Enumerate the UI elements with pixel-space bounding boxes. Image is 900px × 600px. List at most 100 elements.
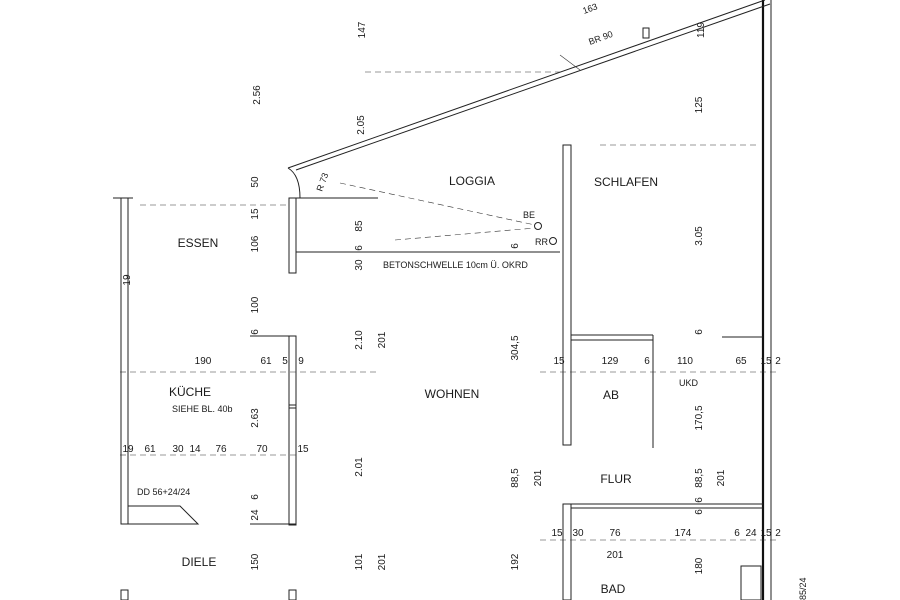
dim-192: 192 — [510, 553, 521, 570]
walls — [113, 0, 772, 600]
dim-61b: 61 — [144, 444, 156, 455]
exterior-wall-left — [120, 197, 129, 525]
dim-147: 147 — [357, 21, 368, 38]
dim-256: 2.56 — [252, 85, 263, 105]
room-diele: DIELE — [182, 555, 217, 569]
dim-24a: 24 — [250, 509, 261, 521]
railing-radius — [287, 167, 301, 199]
dim-15f: 15 — [760, 528, 772, 539]
dim-1705: 170,5 — [694, 405, 705, 430]
note-betonschwelle: BETONSCHWELLE 10cm Ü. OKRD — [383, 260, 528, 270]
line-be — [339, 182, 536, 226]
dim-201c: 201 — [533, 469, 544, 486]
wall-wohnen-schlafen — [562, 144, 572, 446]
dim-201b: 2.01 — [354, 457, 365, 477]
dim-50: 50 — [250, 176, 261, 188]
dim-106: 106 — [250, 235, 261, 252]
room-wohnen: WOHNEN — [425, 387, 480, 401]
wall-kueche-lower — [288, 404, 297, 526]
dim-6e: 6 — [644, 356, 650, 367]
note-be: BE — [523, 210, 535, 220]
dim-19b: 19 — [122, 444, 134, 455]
line-rr — [394, 227, 536, 241]
dim-201d: 201 — [716, 469, 727, 486]
room-essen: ESSEN — [178, 236, 219, 250]
dimension-text-vertical: 147 119 2.56 2.05 125 50 15 106 85 6 30 … — [122, 21, 727, 574]
dim-201f: 201 — [377, 553, 388, 570]
dim-6b: 6 — [510, 243, 521, 249]
dim-9: 9 — [298, 356, 304, 367]
rr-symbol — [549, 237, 557, 245]
dim-100: 100 — [250, 296, 261, 313]
dim-174: 174 — [675, 528, 692, 539]
be-symbol — [534, 222, 542, 230]
loggia-railing — [287, 0, 766, 169]
dim-110: 110 — [677, 356, 693, 367]
dim-61a: 61 — [260, 356, 272, 367]
note-br90: BR 90 — [587, 29, 614, 47]
dim-201a: 201 — [377, 331, 388, 348]
wall-stub-diele — [120, 589, 129, 600]
dim-2b: 2 — [775, 528, 781, 539]
dim-24b: 24 — [745, 528, 757, 539]
room-ab: AB — [603, 388, 619, 402]
dim-15c: 15 — [760, 356, 772, 367]
dim-201e: 201 — [607, 550, 624, 561]
dim-30b: 30 — [172, 444, 184, 455]
dim-6f: 6 — [250, 494, 261, 500]
room-flur: FLUR — [600, 472, 632, 486]
dim-15e: 15 — [551, 528, 563, 539]
room-schlafen: SCHLAFEN — [594, 175, 658, 189]
room-loggia: LOGGIA — [449, 174, 495, 188]
dim-30a: 30 — [354, 259, 365, 271]
dim-15d: 15 — [297, 444, 309, 455]
note-85-24: 85/24 — [798, 577, 808, 600]
dim-14: 14 — [189, 444, 201, 455]
dim-2a: 2 — [775, 356, 781, 367]
dim-76b: 76 — [609, 528, 621, 539]
dim-101: 101 — [354, 553, 365, 570]
wall-stub-bad — [288, 589, 297, 600]
dim-85: 85 — [354, 220, 365, 232]
dim-6g: 6 — [694, 497, 705, 503]
dim-70: 70 — [256, 444, 268, 455]
kueche-note: SIEHE BL. 40b — [172, 404, 233, 414]
note-rr: RR — [535, 237, 548, 247]
dim-3045: 304,5 — [510, 335, 521, 360]
door-dd-symbol — [127, 505, 200, 525]
pier-loggia — [288, 197, 297, 274]
dim-19a: 19 — [122, 274, 133, 286]
dim-885a: 88,5 — [510, 468, 521, 488]
dim-163: 163 — [581, 1, 599, 16]
dim-150: 150 — [250, 553, 261, 570]
dim-210: 2.10 — [354, 330, 365, 350]
dim-30c: 30 — [572, 528, 584, 539]
dim-15b: 15 — [553, 356, 565, 367]
wall-bad-left — [562, 503, 572, 600]
note-door-dd: DD 56+24/24 — [137, 487, 190, 497]
dim-129: 129 — [602, 356, 619, 367]
dim-190: 190 — [195, 356, 212, 367]
dimension-lines — [120, 54, 780, 541]
dim-205: 2.05 — [356, 115, 367, 135]
dim-76a: 76 — [215, 444, 227, 455]
room-kueche: KÜCHE — [169, 385, 211, 399]
dim-6h: 6 — [694, 509, 705, 515]
room-labels: ESSEN LOGGIA SCHLAFEN KÜCHE SIEHE BL. 40… — [169, 174, 658, 596]
dim-180: 180 — [694, 557, 705, 574]
dim-305: 3.05 — [694, 226, 705, 246]
dim-125: 125 — [694, 96, 705, 113]
dimension-text-horizontal: 163 190 61 5 9 15 129 6 110 65 15 2 19 6… — [122, 1, 781, 561]
room-bad: BAD — [601, 582, 626, 596]
dim-885b: 88,5 — [694, 468, 705, 488]
break-mark — [559, 54, 581, 71]
dim-15a: 15 — [250, 208, 261, 220]
dim-263: 2.63 — [250, 408, 261, 428]
dim-5: 5 — [282, 356, 288, 367]
note-radius: R 73 — [314, 171, 330, 192]
dim-6d: 6 — [694, 329, 705, 335]
railing-post — [642, 27, 650, 39]
dim-65: 65 — [735, 356, 747, 367]
dim-6i: 6 — [734, 528, 740, 539]
